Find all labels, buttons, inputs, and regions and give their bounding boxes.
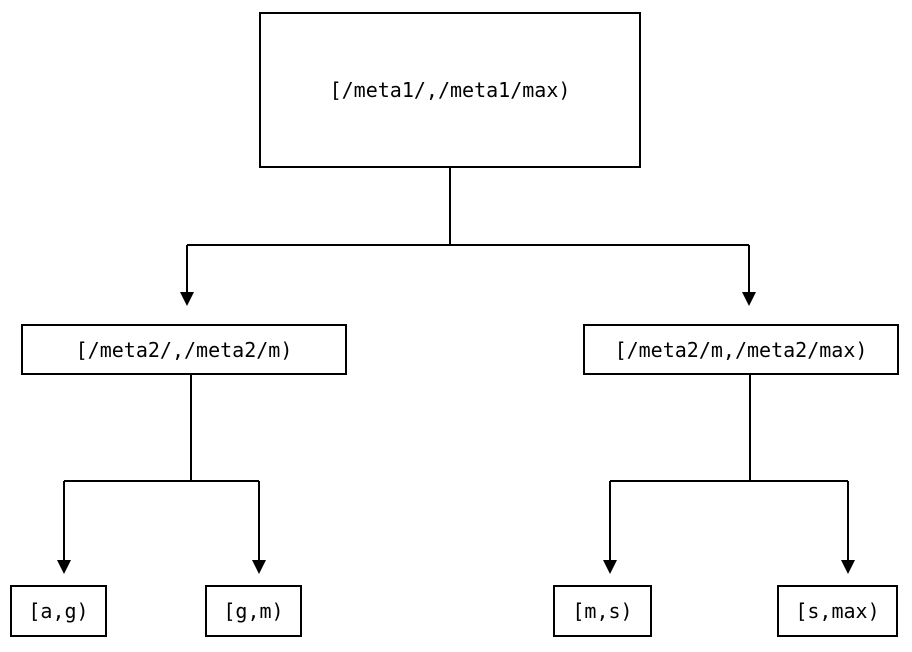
node-leaf-ms[interactable]: [m,s) [553, 585, 652, 637]
node-leaf-gm-label: [g,m) [223, 599, 284, 623]
node-mid-right-label: [/meta2/m,/meta2/max) [614, 337, 868, 362]
node-root-label: [/meta1/,/meta1/max) [329, 78, 571, 102]
node-leaf-smax-label: [s,max) [795, 599, 880, 623]
arrowhead-root-to-mid-left [180, 292, 194, 306]
arrowhead-mid-right-to-smax [841, 560, 855, 574]
node-leaf-ms-label: [m,s) [572, 599, 633, 623]
node-mid-right[interactable]: [/meta2/m,/meta2/max) [583, 324, 899, 375]
arrowhead-mid-left-to-ag [57, 560, 71, 574]
arrowhead-root-to-mid-right [742, 292, 756, 306]
node-leaf-smax[interactable]: [s,max) [777, 585, 898, 637]
node-leaf-ag-label: [a,g) [28, 599, 89, 623]
node-leaf-ag[interactable]: [a,g) [10, 585, 107, 637]
node-root[interactable]: [/meta1/,/meta1/max) [259, 12, 641, 168]
node-mid-left[interactable]: [/meta2/,/meta2/m) [21, 324, 347, 375]
node-mid-left-label: [/meta2/,/meta2/m) [75, 337, 293, 362]
arrowhead-mid-right-to-ms [603, 560, 617, 574]
node-leaf-gm[interactable]: [g,m) [205, 585, 302, 637]
arrowhead-mid-left-to-gm [252, 560, 266, 574]
